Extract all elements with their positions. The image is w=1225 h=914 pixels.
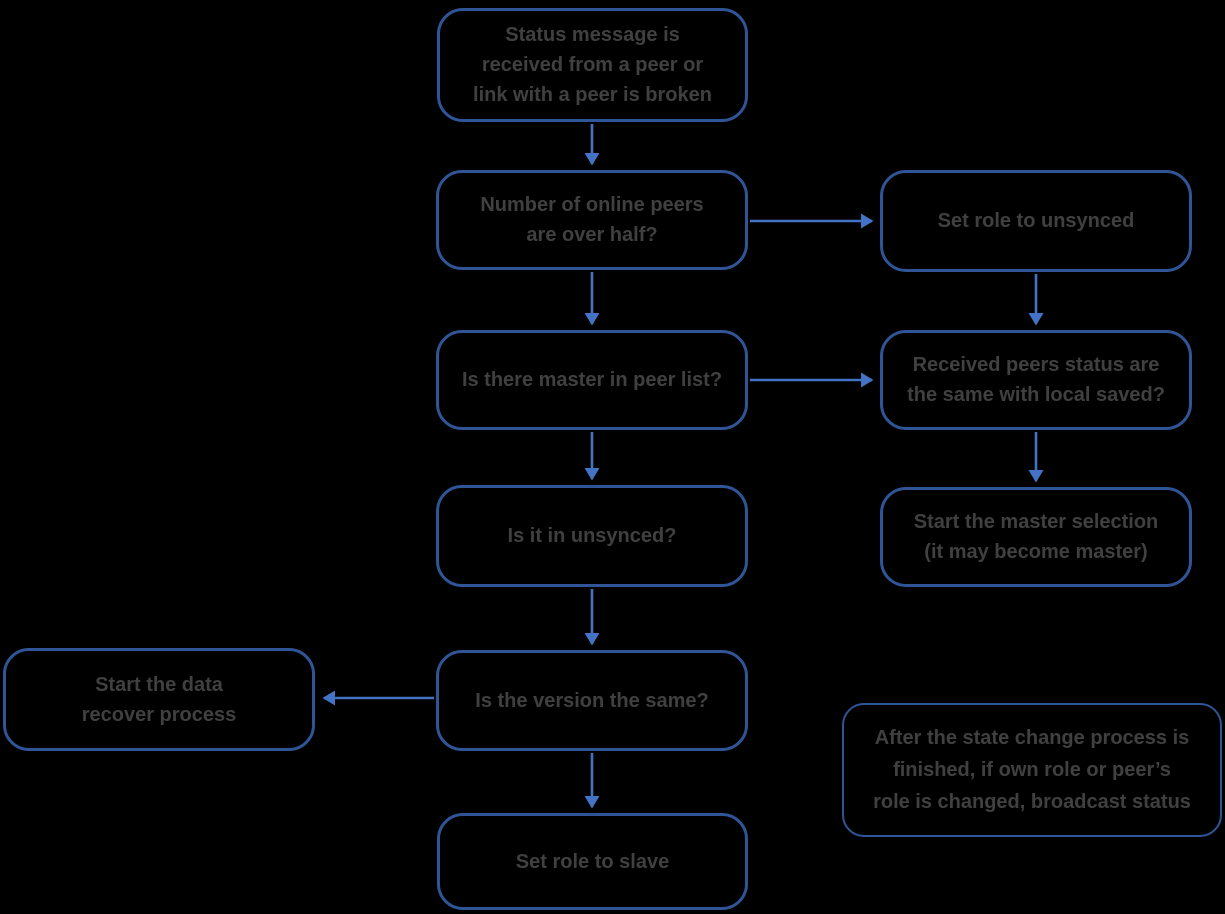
node-is-it-in-unsynced: Is it in unsynced? — [436, 485, 748, 587]
node-set-role-to-slave: Set role to slave — [437, 813, 748, 910]
node-online-peers-over-half: Number of online peers are over half? — [436, 170, 748, 270]
node-peers-status-same: Received peers status are the same with … — [880, 330, 1192, 430]
node-start-master-selection: Start the master selection (it may becom… — [880, 487, 1192, 587]
node-start-data-recover: Start the data recover process — [3, 648, 315, 751]
node-is-version-same: Is the version the same? — [436, 650, 748, 751]
node-broadcast-status-note: After the state change process is finish… — [842, 703, 1222, 837]
node-master-in-peer-list: Is there master in peer list? — [436, 330, 748, 430]
node-set-role-unsynced: Set role to unsynced — [880, 170, 1192, 272]
node-status-message-received: Status message is received from a peer o… — [437, 8, 748, 122]
